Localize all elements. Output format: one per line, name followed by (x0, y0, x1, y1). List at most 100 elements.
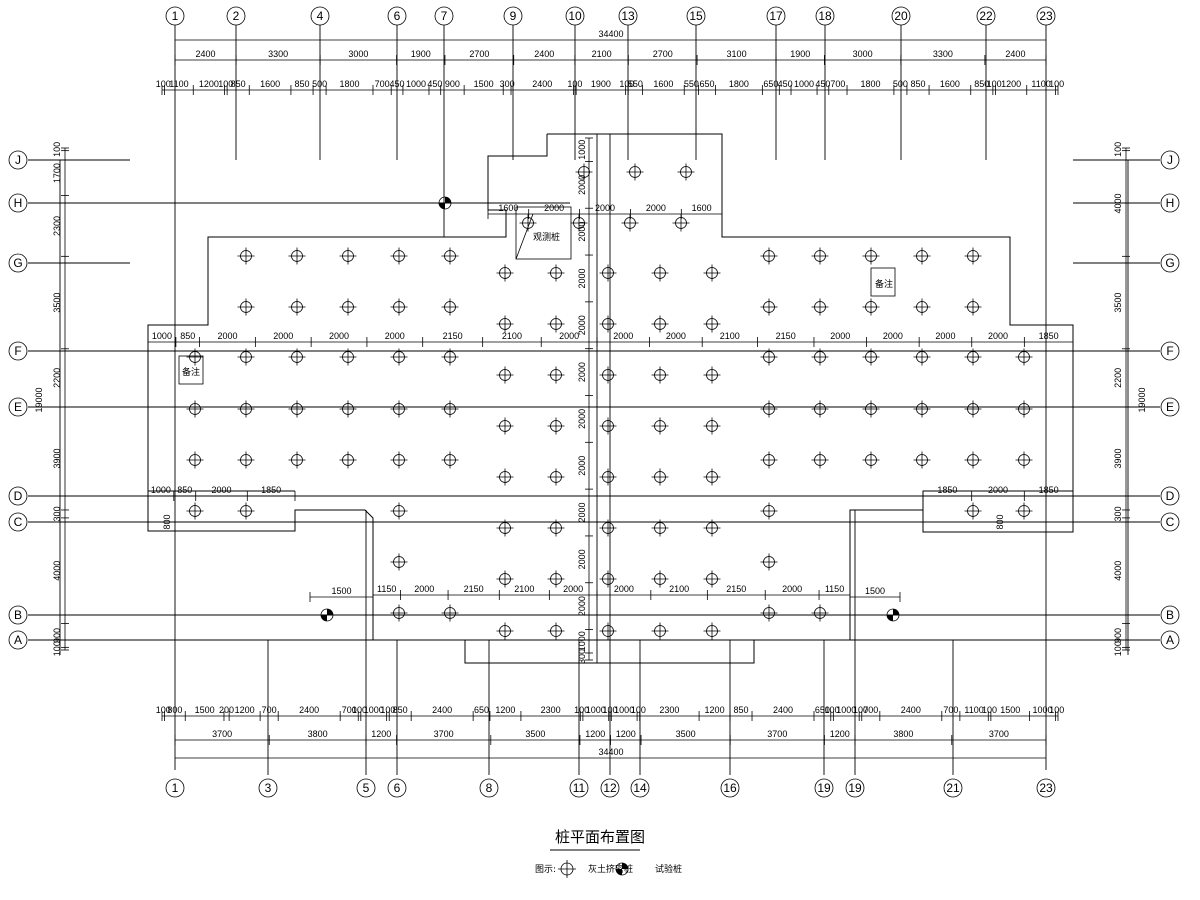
top-axis-bubble: 20 (891, 6, 911, 26)
axis-bubble-circle (976, 6, 996, 26)
right-row-bubble: J (1160, 150, 1180, 170)
bottom-dim-row2-text: 1000 (586, 705, 606, 715)
axis-bubble-circle (8, 630, 28, 650)
pile-icon (599, 622, 617, 640)
center-vertical-dim-text: 1000 (577, 140, 587, 160)
axis-bubble-circle (686, 6, 706, 26)
note-left: 备注 (182, 366, 200, 378)
top-axis-bubble: 18 (815, 6, 835, 26)
axis-bubble-label: G (1165, 256, 1174, 270)
top-dim-row1-text: 2400 (534, 49, 554, 59)
axis-bubble-label: 1 (172, 9, 179, 23)
top-dim-row1-text: 2400 (1005, 49, 1025, 59)
axis-bubble-label: F (14, 344, 21, 358)
pile-icon (1015, 348, 1033, 366)
pile-icon (390, 247, 408, 265)
axis-bubble-circle (565, 6, 585, 26)
row-b-left-dim-text: 1150 (377, 584, 396, 594)
pile-icon (390, 553, 408, 571)
top-dim-row2-text: 550 (628, 79, 643, 89)
note-boxes: 观测桩 备注 备注 (178, 206, 896, 385)
row-f-right-dim-text: 2100 (720, 331, 740, 341)
bottom-dim-row2-text: 2400 (901, 705, 921, 715)
pile-icon (288, 451, 306, 469)
axis-bubble-circle (943, 778, 963, 798)
pile-icon (496, 366, 514, 384)
pile-icon (964, 451, 982, 469)
bottom-dim-row2-text: 700 (863, 705, 878, 715)
pile-icon (760, 451, 778, 469)
bottom-dim-row2-text: 700 (262, 705, 277, 715)
left-dim-chain-text: 100 (52, 142, 62, 157)
pile-icon (651, 519, 669, 537)
axis-bubble-circle (258, 778, 278, 798)
bottom-dim-row1-text: 3800 (308, 729, 328, 739)
axis-bubble-circle (434, 6, 454, 26)
top-dim-row1-text: 3000 (348, 49, 368, 59)
axis-bubble-circle (630, 778, 650, 798)
left-dim-chain-text: 100 (52, 641, 62, 656)
top-dim-row2-text: 1800 (860, 79, 880, 89)
pile-icon (672, 214, 690, 232)
pile-icon (811, 247, 829, 265)
center-vertical-dim-text: 2000 (577, 549, 587, 569)
axis-bubble-label: 6 (394, 9, 401, 23)
pile-icon (441, 400, 459, 418)
pile-icon (390, 451, 408, 469)
top-dim-row2-text: 100 (619, 79, 634, 89)
pile-icon (651, 417, 669, 435)
pile-icon (599, 417, 617, 435)
axis-bubble-label: 3 (265, 781, 272, 795)
row-b-left-dim-text: 2000 (414, 584, 434, 594)
row-b-right-dim-text: 2000 (782, 584, 802, 594)
bottom-dim-row2-text: 1200 (495, 705, 515, 715)
axis-bubble-label: 12 (603, 781, 617, 795)
bottom-dim-row2-text: 800 (167, 705, 182, 715)
axis-bubble-label: 8 (486, 781, 493, 795)
left-row-bubble: E (8, 397, 28, 417)
row-f-left-dim-text: 2150 (443, 331, 463, 341)
pile-icon (964, 247, 982, 265)
bottom-dim-row2-text: 850 (393, 705, 408, 715)
right-dim-chain-text: 100 (1113, 142, 1123, 157)
right-dim-chain-text: 4000 (1113, 193, 1123, 213)
top-dim-row1-text: 3300 (933, 49, 953, 59)
top-dim-row2-text: 1000 (794, 79, 814, 89)
top-dim-row2-text: 850 (231, 79, 246, 89)
test-pile-icon (886, 608, 900, 622)
top-dim-row2-text: 850 (974, 79, 989, 89)
axis-bubble-label: E (1166, 400, 1174, 414)
axis-bubble-label: E (14, 400, 22, 414)
pile-icon (913, 451, 931, 469)
pile-icon (547, 570, 565, 588)
row-h-dim-text: 1600 (692, 203, 712, 213)
pile-icon (496, 264, 514, 282)
pile-icon (237, 400, 255, 418)
pile-icon (811, 298, 829, 316)
axis-bubble-circle (387, 6, 407, 26)
pile-icon (237, 247, 255, 265)
row-b-right-dim-text: 2000 (614, 584, 634, 594)
pile-icon (237, 451, 255, 469)
center-vertical-dim-text: 2000 (577, 503, 587, 523)
bottom-dim-row1-text: 1200 (585, 729, 605, 739)
row-b-right-dim-text: 2150 (726, 584, 746, 594)
pile-icon (237, 502, 255, 520)
bottom-axis-bubble: 11 (569, 778, 589, 798)
pile-icon (575, 163, 593, 181)
pile-icon (760, 298, 778, 316)
axis-bubble-circle (618, 6, 638, 26)
pile-icon (862, 298, 880, 316)
bottom-dim-row2-text: 2300 (541, 705, 561, 715)
legend-test-label: 试验桩 (655, 863, 682, 875)
axis-bubble-circle (1160, 605, 1180, 625)
top-dim-row2-text: 700 (830, 79, 845, 89)
pile-icon (599, 570, 617, 588)
top-dim-row1-text: 2700 (469, 49, 489, 59)
top-dim-row2-text: 1600 (260, 79, 280, 89)
top-axis-bubble: 15 (686, 6, 706, 26)
pile-icon (390, 298, 408, 316)
bottom-axis-bubble: 6 (387, 778, 407, 798)
bottom-dim-row2-text: 1000 (364, 705, 384, 715)
axis-bubble-circle (310, 6, 330, 26)
